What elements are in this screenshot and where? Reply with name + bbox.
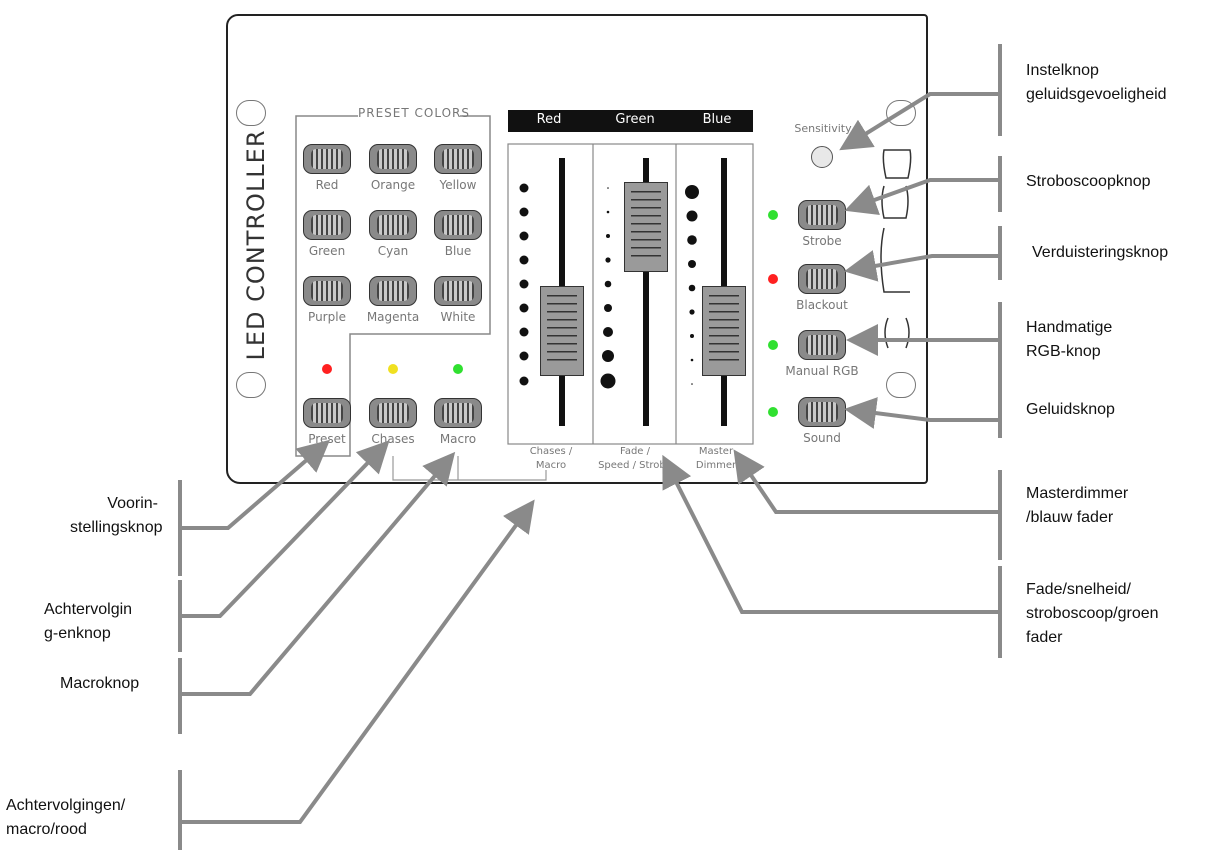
strobe-label: Strobe (802, 234, 842, 248)
callout-bar (998, 386, 1002, 438)
preset-purple-button[interactable] (303, 276, 351, 306)
preset-red-button[interactable] (303, 144, 351, 174)
callout-master-dimmer: Masterdimmer/blauw fader (1026, 485, 1129, 526)
button-grip (311, 403, 343, 423)
preset-section-label: PRESET COLORS (358, 106, 470, 120)
chases-led (388, 364, 398, 374)
sound-button[interactable] (798, 397, 846, 427)
button-grip (806, 335, 838, 355)
fader-track-green (643, 158, 649, 426)
callout-bar (998, 566, 1002, 658)
sound-label: Sound (803, 431, 841, 445)
manual-rgb-led (768, 340, 778, 350)
fader-label-fade-speed-strobe: Fade /Speed / Strobe (598, 446, 672, 471)
preset-led (322, 364, 332, 374)
preset-white-label: White (440, 310, 476, 324)
callout-preset-button: Voorin-stellingsknop (70, 495, 163, 536)
mounting-hole (886, 372, 916, 398)
callout-bar (998, 470, 1002, 560)
macro-label: Macro (439, 432, 477, 446)
preset-green-button[interactable] (303, 210, 351, 240)
button-grip (377, 149, 409, 169)
callout-macro-button: Macroknop (60, 675, 140, 692)
button-grip (806, 269, 838, 289)
fader-label-chases-macro: Chases /Macro (529, 446, 573, 471)
callout-bar (998, 226, 1002, 280)
chases-button[interactable] (369, 398, 417, 428)
preset-magenta-label: Magenta (366, 310, 420, 324)
fader-red[interactable] (540, 286, 584, 376)
button-grip (311, 215, 343, 235)
preset-green-label: Green (308, 244, 346, 258)
callout-sound-button: Geluidsknop (1026, 401, 1115, 418)
preset-purple-label: Purple (308, 310, 346, 324)
preset-magenta-button[interactable] (369, 276, 417, 306)
fader-header-blue: Blue (702, 112, 732, 127)
sensitivity-knob[interactable] (811, 146, 833, 168)
button-grip (442, 149, 474, 169)
manual-rgb-label: Manual RGB (785, 364, 859, 378)
blackout-label: Blackout (796, 298, 848, 312)
preset-blue-button[interactable] (434, 210, 482, 240)
button-grip (806, 402, 838, 422)
preset-cyan-button[interactable] (369, 210, 417, 240)
callout-bar (178, 770, 182, 850)
preset-orange-button[interactable] (369, 144, 417, 174)
sound-led (768, 407, 778, 417)
fader-header-red: Red (536, 112, 562, 127)
callout-bar (998, 44, 1002, 136)
button-grip (377, 281, 409, 301)
callout-strobe-button: Stroboscoopknop (1026, 173, 1151, 190)
button-grip (311, 281, 343, 301)
blackout-led (768, 274, 778, 284)
callout-bar (998, 302, 1002, 386)
mounting-hole (236, 100, 266, 126)
callout-bar (998, 156, 1002, 212)
callout-chases-macro-red: Achtervolgingen/macro/rood (6, 797, 126, 838)
button-grip (442, 215, 474, 235)
button-grip (377, 403, 409, 423)
preset-white-button[interactable] (434, 276, 482, 306)
fader-blue[interactable] (702, 286, 746, 376)
button-grip (442, 403, 474, 423)
macro-led (453, 364, 463, 374)
preset-cyan-label: Cyan (377, 244, 409, 258)
mounting-hole (236, 372, 266, 398)
fader-green[interactable] (624, 182, 668, 272)
button-grip (442, 281, 474, 301)
button-grip (311, 149, 343, 169)
fader-header-bar (508, 110, 753, 132)
fader-header-green: Green (615, 112, 655, 127)
preset-yellow-label: Yellow (439, 178, 477, 192)
button-grip (806, 205, 838, 225)
strobe-led (768, 210, 778, 220)
strobe-button[interactable] (798, 200, 846, 230)
preset-orange-label: Orange (370, 178, 416, 192)
preset-blue-label: Blue (444, 244, 472, 258)
sensitivity-label: Sensitivity (794, 122, 852, 135)
preset-red-label: Red (315, 178, 339, 192)
callout-blackout-button: Verduisteringsknop (1032, 244, 1169, 261)
manual-rgb-button[interactable] (798, 330, 846, 360)
macro-button[interactable] (434, 398, 482, 428)
preset-button[interactable] (303, 398, 351, 428)
button-grip (377, 215, 409, 235)
preset-yellow-button[interactable] (434, 144, 482, 174)
mounting-hole (886, 100, 916, 126)
